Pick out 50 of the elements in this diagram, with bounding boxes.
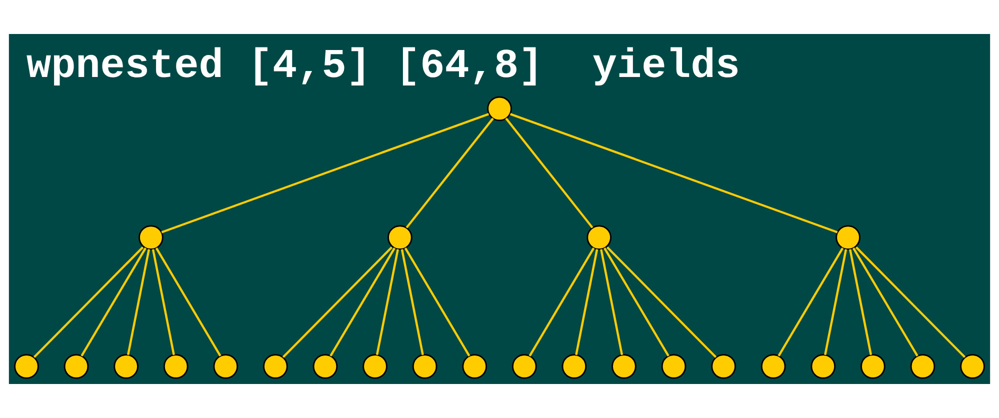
node-circle bbox=[213, 354, 238, 379]
connector bbox=[600, 249, 624, 356]
connector bbox=[606, 246, 717, 358]
connector bbox=[604, 248, 670, 357]
node-circle bbox=[312, 354, 338, 379]
connector bbox=[849, 249, 872, 356]
node-circle bbox=[114, 354, 139, 379]
node-circle bbox=[612, 354, 636, 379]
node-circle bbox=[810, 354, 836, 379]
connector bbox=[855, 246, 966, 358]
connector bbox=[575, 249, 598, 356]
node-circle bbox=[64, 354, 89, 379]
node-circle bbox=[836, 225, 860, 250]
node-circle bbox=[163, 354, 188, 379]
node-circle bbox=[586, 225, 612, 250]
node-circle bbox=[14, 354, 39, 379]
diagram-title: wpnested [4,5] [64,8] yields bbox=[26, 44, 740, 90]
connector bbox=[80, 248, 147, 357]
connector bbox=[282, 246, 393, 358]
connector bbox=[404, 248, 470, 357]
node-circle bbox=[960, 354, 985, 379]
node-circle bbox=[412, 354, 438, 379]
node-circle bbox=[910, 354, 936, 379]
connector bbox=[852, 248, 918, 357]
connector bbox=[510, 113, 838, 234]
connector bbox=[778, 248, 844, 357]
node-circle bbox=[462, 354, 488, 379]
node-circle bbox=[487, 96, 512, 122]
connector bbox=[406, 118, 494, 228]
connector bbox=[152, 249, 175, 356]
connector bbox=[505, 118, 594, 228]
node-circle bbox=[138, 225, 164, 250]
node-circle bbox=[760, 354, 786, 379]
node-circle bbox=[387, 225, 412, 250]
node-circle bbox=[562, 354, 587, 379]
connector bbox=[330, 248, 396, 357]
connector bbox=[126, 249, 150, 356]
connector bbox=[824, 249, 848, 356]
connector bbox=[155, 248, 222, 357]
node-circle bbox=[711, 354, 736, 379]
connector bbox=[528, 248, 595, 357]
connector bbox=[33, 246, 144, 358]
node-circle bbox=[263, 354, 288, 379]
connector bbox=[376, 249, 399, 356]
connector bbox=[400, 249, 424, 356]
node-circle bbox=[512, 354, 537, 379]
connector bbox=[161, 113, 490, 234]
node-circle bbox=[860, 354, 886, 379]
node-circle bbox=[661, 354, 686, 379]
node-circle bbox=[362, 354, 388, 379]
